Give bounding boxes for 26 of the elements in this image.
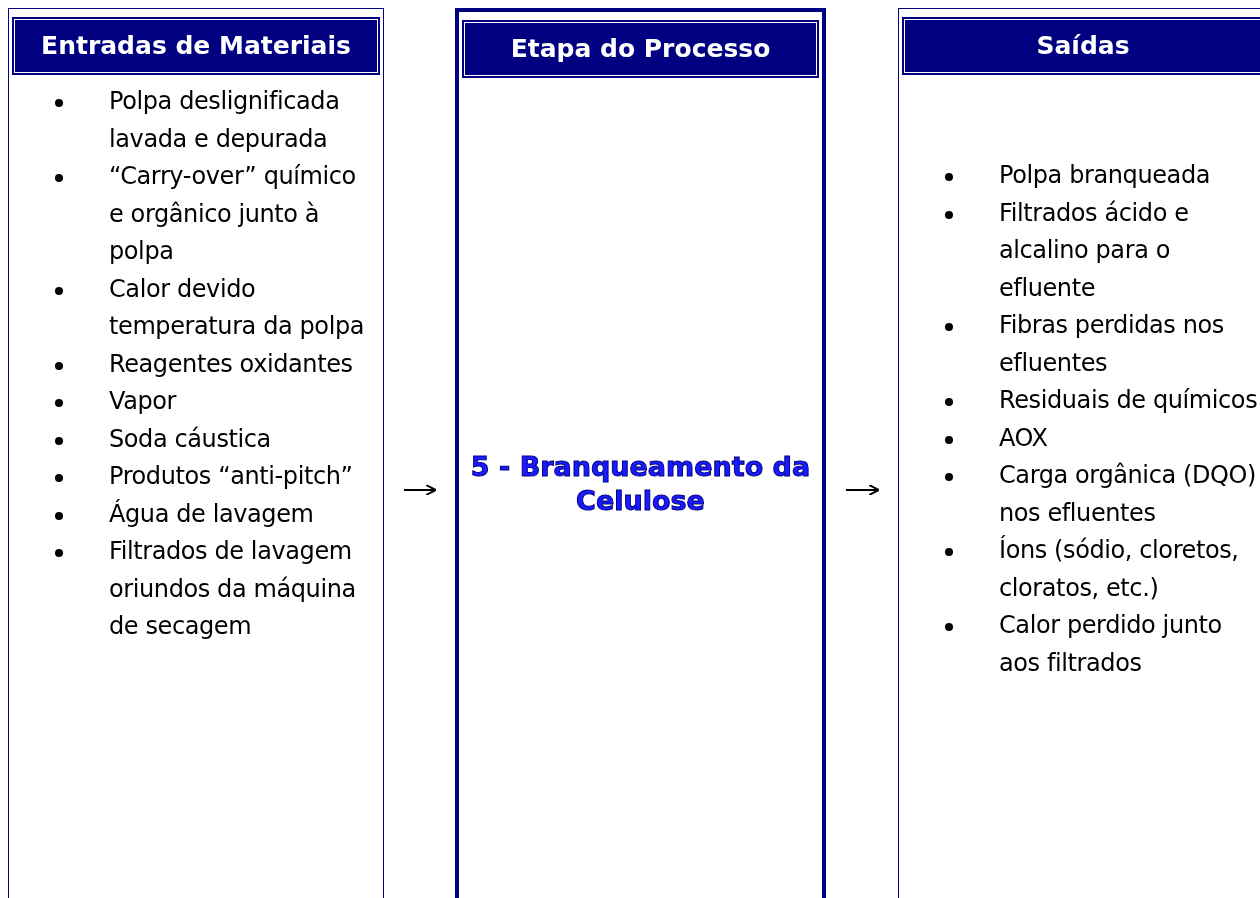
list-item: Vapor xyxy=(109,386,178,417)
column-header: Etapa do Processo xyxy=(462,20,819,78)
list-item: Residuais de químicos xyxy=(999,385,1259,416)
list-item: Reagentes oxidantes xyxy=(109,348,354,380)
list-item: Fibras perdidas nos efluentes xyxy=(999,310,1225,379)
list-item: Polpa branqueada xyxy=(999,160,1212,191)
list-item: “Carry-over” químico e orgânico junto à polpa xyxy=(109,161,357,267)
arrow xyxy=(403,484,437,496)
list-column xyxy=(898,8,1260,898)
list-item: Filtrados ácido e alcalino para o efluente xyxy=(999,197,1190,304)
column-header: Entradas de Materiais xyxy=(12,17,380,75)
list-item: Filtrados de lavagem oriundos da máquina de secagem xyxy=(109,536,357,642)
list-column xyxy=(8,8,384,898)
list-item: Água de lavagem xyxy=(109,498,315,530)
list-item: Polpa deslignificada lavada e depurada xyxy=(109,86,341,155)
arrow xyxy=(845,484,880,496)
list-item: Carga orgânica (DQO) nos efluentes xyxy=(999,460,1257,529)
list-item: Produtos “anti-pitch” xyxy=(109,461,354,492)
list-item: AOX xyxy=(999,422,1049,454)
list-item: Soda cáustica xyxy=(109,423,272,455)
list-item: Calor devido temperatura da polpa xyxy=(109,273,366,342)
list-item: Íons (sódio, cloretos, cloratos, etc.) xyxy=(999,534,1240,604)
process-step-title: 5 - Branqueamento da Celulose xyxy=(469,450,812,518)
column-header: Saídas xyxy=(902,17,1260,75)
process-column xyxy=(455,8,826,898)
list-item: Calor perdido junto aos filtrados xyxy=(999,610,1223,679)
